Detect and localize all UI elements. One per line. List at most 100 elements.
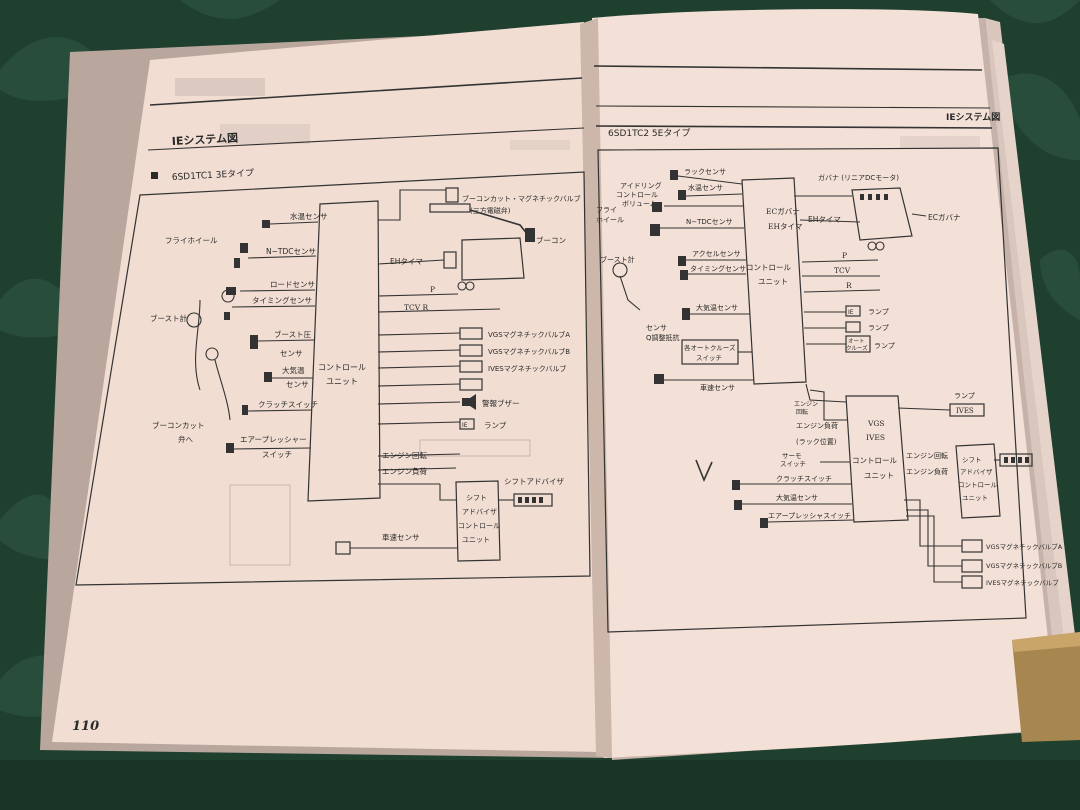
svg-text:スイッチ: スイッチ xyxy=(262,450,292,459)
svg-text:(三方電磁弁): (三方電磁弁) xyxy=(470,206,511,215)
svg-text:Q調整抵抗: Q調整抵抗 xyxy=(646,333,680,342)
svg-text:ECガバナ: ECガバナ xyxy=(766,206,800,216)
svg-text:コントロール: コントロール xyxy=(746,263,791,272)
svg-text:ブースト計: ブースト計 xyxy=(150,313,188,323)
svg-text:ブーコンカット: ブーコンカット xyxy=(152,420,205,430)
svg-text:ロードセンサ: ロードセンサ xyxy=(270,280,315,289)
svg-text:水温センサ: 水温センサ xyxy=(688,183,723,192)
svg-text:VGSマグネチックバルブB: VGSマグネチックバルブB xyxy=(986,561,1062,570)
svg-text:VGS: VGS xyxy=(867,419,885,428)
svg-text:サーモ: サーモ xyxy=(782,452,802,460)
svg-text:ガバナ (リニアDCモータ): ガバナ (リニアDCモータ) xyxy=(818,173,899,182)
svg-text:オート: オート xyxy=(848,338,865,345)
svg-text:タイミングセンサ: タイミングセンサ xyxy=(690,264,746,273)
svg-text:P: P xyxy=(430,285,435,294)
svg-text:大気温センサ: 大気温センサ xyxy=(696,303,738,312)
svg-text:水温センサ: 水温センサ xyxy=(290,211,328,221)
svg-text:クラッチスイッチ: クラッチスイッチ xyxy=(776,475,832,483)
right-ec-control-unit xyxy=(741,177,807,385)
left-section-title: IEシステム図 xyxy=(171,131,238,148)
svg-text:EHタイマ: EHタイマ xyxy=(808,215,841,224)
left-diagram-title: 6SD1TC1 3Eタイプ xyxy=(172,168,255,183)
svg-text:コントロール: コントロール xyxy=(958,481,998,489)
wooden-block xyxy=(1012,632,1080,742)
svg-text:エンジン負荷: エンジン負荷 xyxy=(906,467,948,476)
svg-text:IVES: IVES xyxy=(956,407,974,415)
svg-text:車速センサ: 車速センサ xyxy=(700,383,735,392)
svg-text:N−TDCセンサ: N−TDCセンサ xyxy=(266,247,316,256)
svg-text:各オートクルーズ: 各オートクルーズ xyxy=(684,343,736,352)
svg-text:ユニット: ユニット xyxy=(758,277,788,286)
svg-text:ユニット: ユニット xyxy=(962,494,988,502)
svg-text:クルーズ: クルーズ xyxy=(846,344,868,352)
svg-text:(ラック位置): (ラック位置) xyxy=(796,437,837,446)
right-section-title: IEシステム図 xyxy=(946,112,1000,123)
svg-text:警報ブザー: 警報ブザー xyxy=(482,398,520,408)
svg-text:コントロール: コントロール xyxy=(852,456,897,465)
svg-text:大気温センサ: 大気温センサ xyxy=(776,493,818,502)
svg-text:ボリューム: ボリューム xyxy=(622,200,657,208)
svg-text:ランプ: ランプ xyxy=(874,342,895,350)
svg-text:シフトアドバイザ: シフトアドバイザ xyxy=(504,477,564,486)
svg-text:N−TDCセンサ: N−TDCセンサ xyxy=(686,218,733,226)
svg-text:VGSマグネチックバルブA: VGSマグネチックバルブA xyxy=(488,330,570,339)
svg-text:エンジン: エンジン xyxy=(794,401,818,408)
right-vgs-ives-unit xyxy=(845,395,909,523)
left-control-unit xyxy=(307,200,381,502)
svg-text:ECガバナ: ECガバナ xyxy=(928,212,960,222)
svg-text:車速センサ: 車速センサ xyxy=(382,532,420,542)
svg-text:ユニット: ユニット xyxy=(326,377,358,386)
right-page-content: IEシステム図 6SD1TC2 5Eタイプ ECガバナ EHタイマ コントロール… xyxy=(593,65,1063,633)
svg-text:EHタイマ: EHタイマ xyxy=(390,257,423,266)
svg-text:シフト: シフト xyxy=(962,456,982,464)
svg-text:コントロール: コントロール xyxy=(318,363,366,372)
svg-text:センサ: センサ xyxy=(286,380,309,389)
svg-text:ユニット: ユニット xyxy=(864,471,894,480)
svg-text:ラックセンサ: ラックセンサ xyxy=(684,168,726,176)
svg-text:ランプ: ランプ xyxy=(484,421,507,430)
svg-text:クラッチスイッチ: クラッチスイッチ xyxy=(258,400,318,409)
svg-text:ランプ: ランプ xyxy=(868,324,889,332)
left-shift-advisor-unit xyxy=(455,480,501,562)
svg-text:ブースト計: ブースト計 xyxy=(600,255,635,264)
svg-text:コントロール: コントロール xyxy=(616,191,658,199)
svg-text:エンジン負荷: エンジン負荷 xyxy=(382,466,427,476)
svg-text:シフト: シフト xyxy=(466,494,487,502)
svg-text:フライホイール: フライホイール xyxy=(165,236,218,245)
svg-text:センサ: センサ xyxy=(646,324,667,332)
svg-text:エンジン回転: エンジン回転 xyxy=(906,452,948,460)
svg-text:ブースト圧: ブースト圧 xyxy=(274,329,312,339)
svg-text:エアープレッシャー: エアープレッシャー xyxy=(240,435,307,444)
svg-text:スイッチ: スイッチ xyxy=(696,354,722,362)
svg-text:R: R xyxy=(846,281,852,290)
svg-text:ランプ: ランプ xyxy=(868,308,889,316)
svg-text:コントロール: コントロール xyxy=(458,522,500,530)
svg-text:センサ: センサ xyxy=(280,349,303,358)
svg-text:TCV: TCV xyxy=(834,266,851,275)
left-page-content: IEシステム図 6SD1TC1 3Eタイプ コントロール ユニット 水温センサ … xyxy=(72,77,591,734)
svg-text:スイッチ: スイッチ xyxy=(780,460,806,468)
svg-text:P: P xyxy=(842,251,847,260)
svg-text:VGSマグネチックバルブB: VGSマグネチックバルブB xyxy=(488,347,570,356)
svg-text:ランプ: ランプ xyxy=(954,392,975,400)
svg-text:EHタイマ: EHタイマ xyxy=(768,222,803,231)
svg-text:フライ: フライ xyxy=(596,206,617,214)
right-page xyxy=(592,9,1058,758)
svg-text:ブーコン: ブーコン xyxy=(536,235,566,245)
svg-text:エンジン負荷: エンジン負荷 xyxy=(796,421,838,430)
svg-text:エンジン回転: エンジン回転 xyxy=(382,451,427,460)
svg-text:IVESマグネチックバルブ: IVESマグネチックバルブ xyxy=(986,578,1059,587)
svg-text:回転: 回転 xyxy=(796,408,808,416)
svg-text:ブーコンカット・マグネチックバルブ: ブーコンカット・マグネチックバルブ xyxy=(462,194,581,203)
svg-text:タイミングセンサ: タイミングセンサ xyxy=(252,295,312,305)
svg-text:IE: IE xyxy=(462,422,468,429)
svg-text:大気温: 大気温 xyxy=(282,365,305,375)
svg-text:IE: IE xyxy=(848,309,854,316)
svg-text:IVES: IVES xyxy=(866,433,885,442)
svg-text:アドバイザ: アドバイザ xyxy=(960,468,993,476)
svg-text:弁へ: 弁へ xyxy=(178,434,193,444)
svg-text:ホイール: ホイール xyxy=(596,216,624,224)
svg-text:IVESマグネチックバルブ: IVESマグネチックバルブ xyxy=(488,364,566,373)
svg-text:ユニット: ユニット xyxy=(462,536,490,544)
